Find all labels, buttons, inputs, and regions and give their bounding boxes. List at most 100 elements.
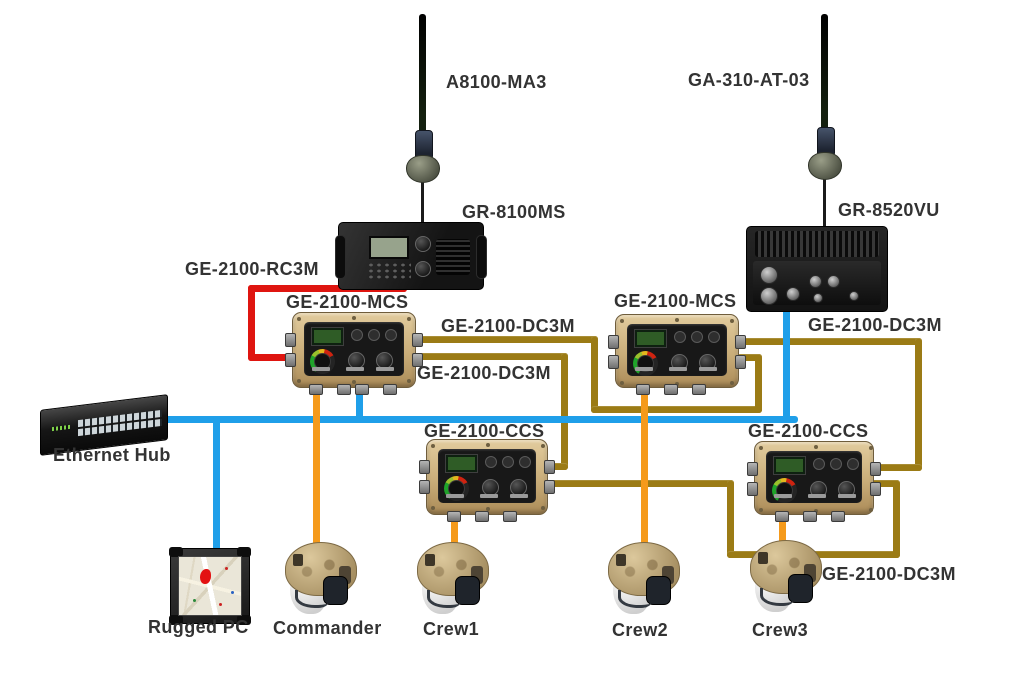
label-crew3: Crew3 (752, 620, 809, 640)
helmet-crew1 (415, 540, 491, 620)
antenna-base (808, 152, 842, 180)
radio-connector (849, 291, 859, 301)
ethernet-cable-segment (356, 382, 363, 420)
unit-connector-left (608, 355, 619, 369)
rc3m-cable-segment (248, 285, 255, 361)
helmet-mount (758, 552, 768, 564)
unit-connector-left (608, 335, 619, 349)
radio-connector (786, 287, 800, 301)
corner-bumper (237, 547, 251, 557)
unit-front-panel (438, 449, 536, 503)
unit-label-strip (346, 367, 364, 371)
label-antenna-a8100: A8100-MA3 (446, 72, 547, 92)
antenna-base (406, 155, 440, 183)
label-mcs-left: GE-2100-MCS (286, 292, 409, 312)
bolts (431, 444, 435, 448)
unit-connector-left (747, 482, 758, 496)
label-rugged-pc: Rugged PC (148, 617, 249, 637)
unit-button (674, 331, 686, 343)
radio-knob (415, 236, 431, 252)
dc3m-cable-segment (893, 480, 900, 558)
unit-label-strip (510, 494, 528, 498)
unit-label-strip (838, 494, 856, 498)
radio-heatsink-fins (755, 231, 879, 257)
intercom-unit-mcs-left (285, 312, 423, 395)
unit-gauge (633, 351, 658, 376)
unit-connector-bottom (636, 384, 650, 395)
radio-connector (760, 287, 778, 305)
unit-gauge (772, 478, 797, 503)
unit-connector-right (412, 353, 423, 367)
bolts (620, 319, 624, 323)
dc3m-cable-segment (737, 354, 762, 361)
unit-label-strip (312, 367, 330, 371)
unit-button (708, 331, 720, 343)
bolts (759, 446, 763, 450)
unit-button (368, 329, 380, 341)
map-marker (200, 569, 211, 584)
dc3m-cable-segment (727, 480, 734, 558)
intercom-unit-ccs-left (419, 439, 555, 522)
unit-label-strip (808, 494, 826, 498)
unit-lcd (445, 454, 478, 473)
radio-gr8100ms (335, 222, 487, 290)
headset-mic-boom (295, 590, 328, 608)
unit-connector-right (870, 462, 881, 476)
helmet-mount (425, 554, 435, 566)
label-crew2: Crew2 (612, 620, 669, 640)
unit-button (519, 456, 531, 468)
unit-connector-bottom (664, 384, 678, 395)
antenna-feedline (421, 178, 424, 228)
helmet-mount (616, 554, 626, 566)
label-cable-dc3m-mid-top: GE-2100-DC3M (441, 316, 575, 336)
unit-connector-bottom (309, 384, 323, 395)
unit-label-strip (635, 367, 653, 371)
unit-label-strip (699, 367, 717, 371)
ethernet-hub (40, 394, 168, 456)
unit-connector-bottom (475, 511, 489, 522)
label-cable-dc3m-mid-low: GE-2100-DC3M (417, 363, 551, 383)
radio-connector (827, 275, 840, 288)
unit-label-strip (669, 367, 687, 371)
unit-button (385, 329, 397, 341)
dc3m-cable-segment (410, 336, 598, 343)
helmet-crew3 (748, 538, 824, 618)
unit-connector-bottom (355, 384, 369, 395)
radio-connector (760, 266, 778, 284)
radio-speaker-grille (436, 239, 470, 275)
label-crew1: Crew1 (423, 619, 480, 639)
dc3m-cable-segment (591, 406, 762, 413)
unit-connector-bottom (803, 511, 817, 522)
unit-label-strip (376, 367, 394, 371)
antenna-whip (821, 14, 828, 130)
unit-lcd (773, 456, 806, 475)
map-screen (178, 556, 242, 616)
unit-button (830, 458, 842, 470)
dc3m-cable-segment (410, 353, 568, 360)
map-poi (193, 599, 196, 602)
unit-connector-right (544, 480, 555, 494)
unit-label-strip (480, 494, 498, 498)
label-cable-dc3m-bottom-right: GE-2100-DC3M (822, 564, 956, 584)
unit-front-panel (766, 451, 862, 503)
unit-connector-bottom (503, 511, 517, 522)
headset-mic-boom (618, 590, 651, 608)
ethernet-cable-segment (160, 416, 798, 423)
radio-connector (813, 293, 823, 303)
map-poi (219, 603, 222, 606)
label-cable-dc3m-top-right: GE-2100-DC3M (808, 315, 942, 335)
unit-connector-bottom (692, 384, 706, 395)
headset-cable-crew1 (451, 508, 458, 548)
radio-display (369, 236, 409, 259)
dc3m-cable-segment (737, 338, 922, 345)
bolts (297, 317, 301, 321)
unit-connector-bottom (447, 511, 461, 522)
unit-connector-left (419, 480, 430, 494)
radio-handle (335, 235, 346, 279)
headset-cable-crew2 (641, 380, 648, 548)
radio-handle (476, 235, 487, 279)
label-antenna-ga310: GA-310-AT-03 (688, 70, 810, 90)
dc3m-cable-segment (868, 464, 922, 471)
rugged-pc (169, 547, 251, 625)
ethernet-cable-segment (213, 416, 220, 560)
